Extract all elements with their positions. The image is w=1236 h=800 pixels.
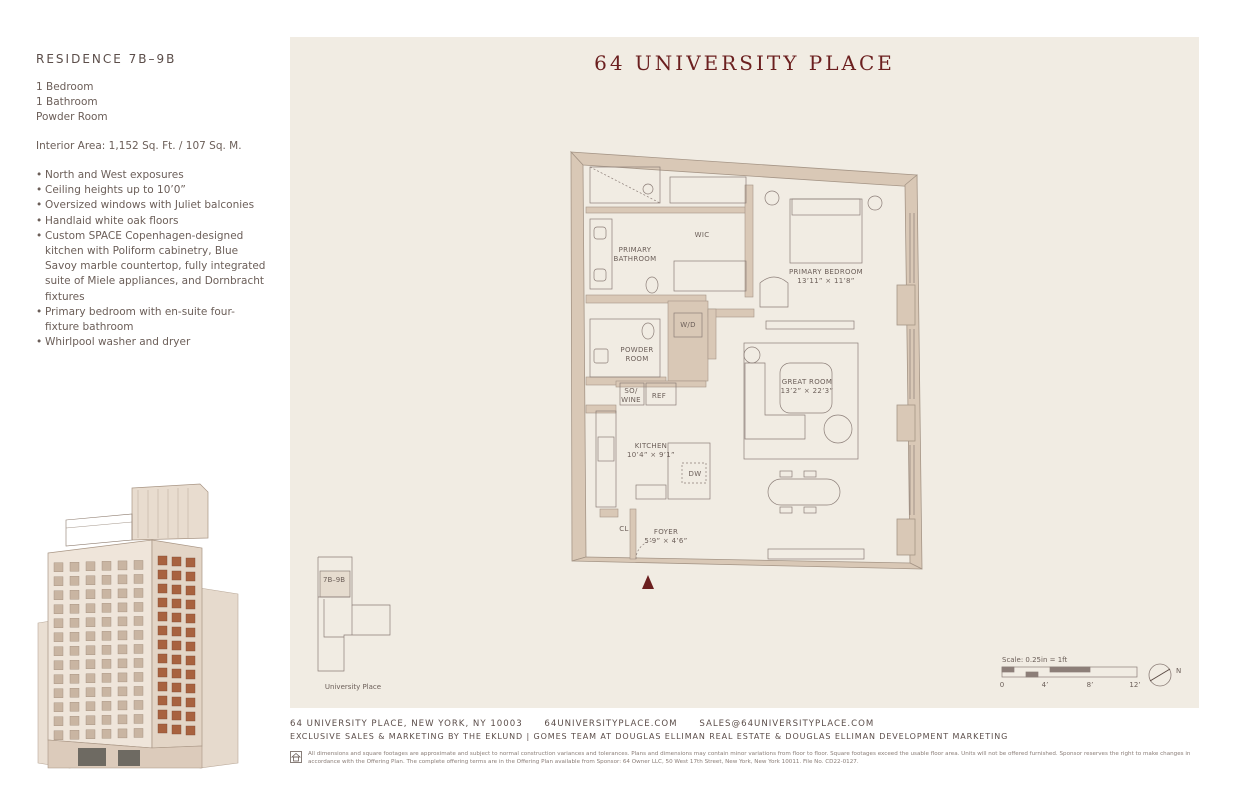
entry-arrow-icon <box>642 575 654 589</box>
fixtures <box>589 166 915 560</box>
feature-item: Primary bedroom with en-suite four-fixtu… <box>36 305 266 335</box>
label-primary-bedroom-dim: 13’11” × 11’8” <box>797 277 854 285</box>
label-primary-bathroom-1: PRIMARY <box>619 246 652 254</box>
label-great-room-dim: 13’2” × 22’3” <box>781 387 834 395</box>
label-foyer-dim: 5’9” × 4’6” <box>644 537 687 545</box>
label-powder-2: ROOM <box>625 355 648 363</box>
feature-item: Oversized windows with Juliet balconies <box>36 198 266 213</box>
label-foyer: FOYER <box>654 528 678 536</box>
label-wic: WIC <box>695 231 710 239</box>
label-wd: W/D <box>680 321 696 329</box>
bathroom-count: 1 Bathroom <box>36 96 98 108</box>
label-dw: DW <box>689 470 702 478</box>
residence-title: RESIDENCE 7B–9B <box>36 52 177 66</box>
footer-website-link[interactable]: 64UNIVERSITYPLACE.COM <box>544 719 678 729</box>
scale-tick: 0 <box>1000 681 1004 689</box>
label-cl: CL <box>619 525 628 533</box>
key-plan <box>317 556 391 672</box>
bedroom-count: 1 Bedroom <box>36 81 94 93</box>
keyplan-unit-label: 7B–9B <box>323 576 345 584</box>
label-kitchen-dim: 10’4” × 9’1” <box>627 451 675 459</box>
feature-item: Custom SPACE Copenhagen-designed kitchen… <box>36 229 266 305</box>
feature-item: Ceiling heights up to 10’0” <box>36 183 266 198</box>
scale-tick: 12’ <box>1129 681 1140 689</box>
powder-room: Powder Room <box>36 111 108 123</box>
feature-item: North and West exposures <box>36 168 266 183</box>
label-wine-2: WINE <box>621 396 641 404</box>
exterior-walls <box>570 150 923 570</box>
legal-disclaimer: All dimensions and square footages are a… <box>308 751 1191 766</box>
scale-bar <box>1001 666 1138 678</box>
label-great-room: GREAT ROOM <box>782 378 832 386</box>
building-illustration <box>37 483 239 769</box>
north-arrow-icon <box>1148 663 1172 687</box>
interior-walls <box>585 184 755 560</box>
label-powder-1: POWDER <box>620 346 653 354</box>
keyplan-street-label: University Place <box>325 683 381 691</box>
scale-tick: 4’ <box>1042 681 1049 689</box>
feature-item: Whirlpool washer and dryer <box>36 335 266 350</box>
feature-list: North and West exposures Ceiling heights… <box>36 168 266 351</box>
scale-tick: 8’ <box>1087 681 1094 689</box>
interior-area: Interior Area: 1,152 Sq. Ft. / 107 Sq. M… <box>36 140 242 152</box>
footer-marketing: EXCLUSIVE SALES & MARKETING BY THE EKLUN… <box>290 732 1009 741</box>
footer-email-link[interactable]: SALES@64UNIVERSITYPLACE.COM <box>699 719 875 729</box>
label-primary-bathroom-2: BATHROOM <box>614 255 657 263</box>
feature-item: Handlaid white oak floors <box>36 214 266 229</box>
label-kitchen: KITCHEN <box>635 442 667 450</box>
footer-address: 64 UNIVERSITY PLACE, NEW YORK, NY 10003 <box>290 719 523 729</box>
equal-housing-icon <box>290 751 302 763</box>
scale-label: Scale: 0.25in = 1ft <box>1002 656 1067 664</box>
label-wine-1: SO/ <box>624 387 638 395</box>
plan-title: 64 UNIVERSITY PLACE <box>594 51 895 75</box>
footer: 64 UNIVERSITY PLACE, NEW YORK, NY 10003 … <box>290 719 1199 741</box>
north-label: N <box>1176 667 1181 675</box>
legal-row: All dimensions and square footages are a… <box>290 750 1200 766</box>
label-ref: REF <box>652 392 666 400</box>
floor-plan-panel: 64 UNIVERSITY PLACE <box>290 37 1199 708</box>
label-primary-bedroom: PRIMARY BEDROOM <box>789 268 863 276</box>
floor-plan: WIC PRIMARY BATHROOM PRIMARY BEDROOM 13’… <box>317 150 1181 691</box>
residence-info: RESIDENCE 7B–9B 1 Bedroom 1 Bathroom Pow… <box>36 52 266 351</box>
